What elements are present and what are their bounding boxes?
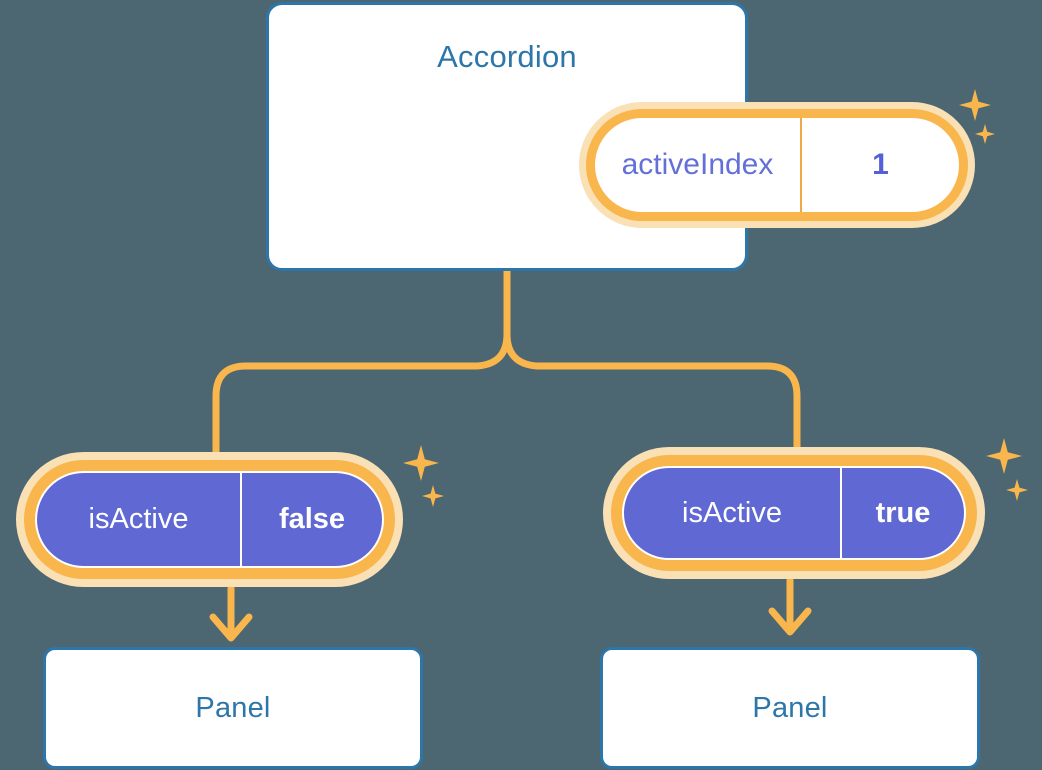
state-value-label: false xyxy=(278,503,346,535)
state-badge-active-index[interactable]: activeIndex 1 xyxy=(579,102,975,228)
component-card-panel-right[interactable]: Panel xyxy=(600,647,980,769)
sparkle-four-point-small-icon xyxy=(1005,478,1029,502)
sparkle-four-point-icon xyxy=(402,444,440,482)
state-badge-ring: isActive false xyxy=(24,460,395,579)
state-key-label: isActive xyxy=(37,473,242,566)
sparkle-four-point-small-icon xyxy=(421,484,445,508)
connector-left-branch xyxy=(212,330,511,456)
page-title: Accordion xyxy=(437,39,577,74)
state-badge-ring: activeIndex 1 xyxy=(586,109,968,221)
state-badge-body: isActive true xyxy=(622,466,966,560)
state-badge-ring: isActive true xyxy=(611,455,977,571)
state-value-label: true xyxy=(875,496,931,529)
state-badge-is-active-true[interactable]: isActive true xyxy=(603,447,985,579)
sparkle-four-point-icon xyxy=(958,88,992,122)
state-value-label: 1 xyxy=(872,148,889,181)
state-key-label: activeIndex xyxy=(595,118,802,212)
component-card-accordion[interactable]: Accordion activeIndex 1 xyxy=(266,2,995,271)
sparkle-four-point-icon xyxy=(985,437,1023,475)
state-badge-body: isActive false xyxy=(35,471,384,568)
component-card-panel-left[interactable]: Panel xyxy=(43,647,423,769)
state-key-label: isActive xyxy=(624,468,842,558)
panel-title: Panel xyxy=(195,691,271,724)
arrow-down-left xyxy=(209,584,253,642)
sparkle-four-point-small-icon xyxy=(974,123,996,145)
panel-title: Panel xyxy=(752,691,828,724)
state-badge-is-active-false[interactable]: isActive false xyxy=(16,452,403,587)
arrow-down-right xyxy=(768,576,812,636)
connector-trunk xyxy=(503,267,801,456)
